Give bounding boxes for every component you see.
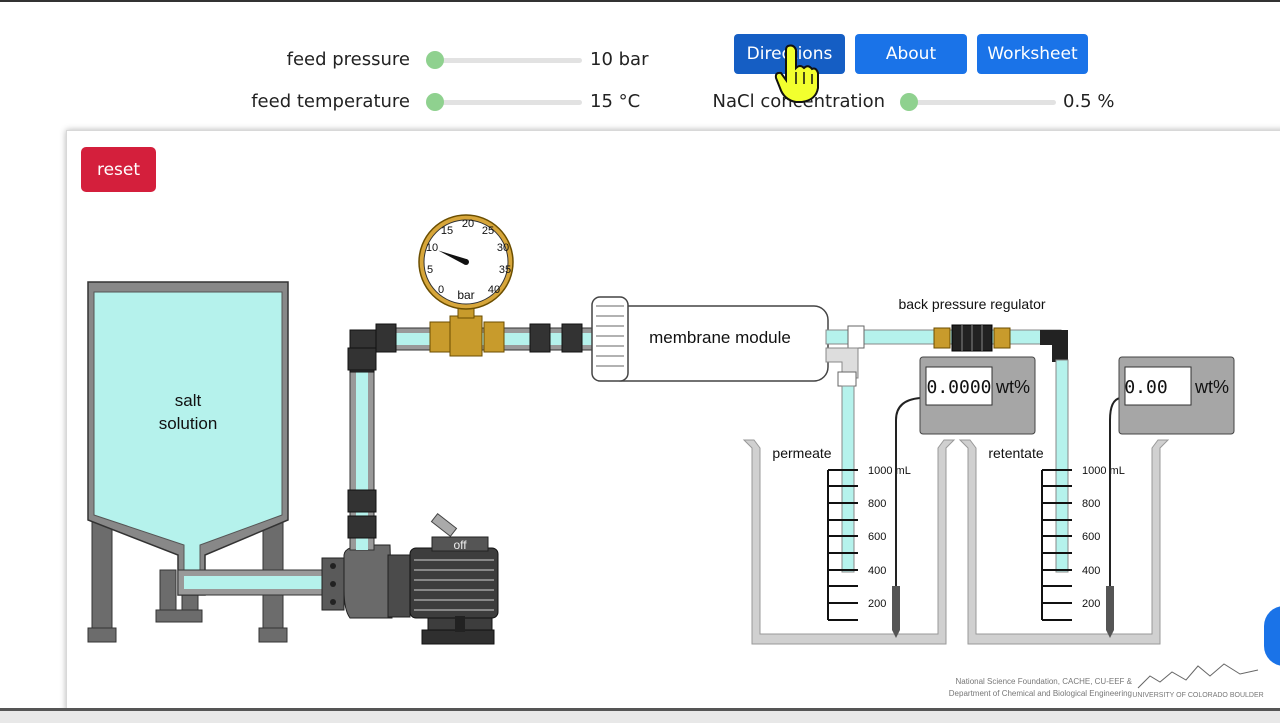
feed-pipe-fitting-1	[375, 323, 397, 353]
worksheet-button[interactable]: Worksheet	[977, 34, 1088, 74]
gauge-tick-35: 35	[499, 264, 511, 276]
window-top-edge	[0, 0, 1280, 2]
retentate-elbow	[1040, 330, 1068, 362]
retentate-tick-1000: 1000 mL	[1082, 465, 1125, 477]
gauge-tick-10: 10	[426, 242, 438, 254]
membrane-module[interactable]: membrane module	[591, 296, 829, 382]
feed-temperature-slider-thumb[interactable]	[426, 93, 444, 111]
cu-boulder-logo-text: UNIVERSITY OF COLORADO BOULDER	[1132, 692, 1263, 699]
taskbar-strip	[0, 708, 1280, 723]
retentate-tick-200: 200	[1082, 598, 1100, 610]
nacl-concentration-slider[interactable]	[900, 93, 1056, 111]
feed-pressure-slider-thumb[interactable]	[426, 51, 444, 69]
credits-line2: Department of Chemical and Biological En…	[949, 689, 1132, 698]
permeate-reading: 0.0000	[926, 377, 991, 398]
back-pressure-regulator-label: back pressure regulator	[898, 296, 1045, 312]
gauge-unit: bar	[457, 288, 474, 302]
hand-pointer-cursor-icon	[774, 44, 819, 103]
pump[interactable]	[321, 544, 499, 645]
retentate-unit: wt%	[1194, 377, 1229, 397]
feed-pipe-fitting-3	[561, 323, 583, 353]
gauge-tick-40: 40	[488, 284, 500, 296]
feed-pressure-value: 10 bar	[590, 49, 649, 70]
retentate-tick-600: 600	[1082, 531, 1100, 543]
nacl-concentration-slider-thumb[interactable]	[900, 93, 918, 111]
gauge-tick-0: 0	[438, 284, 444, 296]
permeate-tick-200: 200	[868, 598, 886, 610]
retentate-conductivity-display: 0.00 wt%	[1118, 356, 1235, 435]
back-pressure-regulator[interactable]	[933, 324, 1011, 352]
cu-boulder-logo	[1137, 663, 1259, 689]
gauge-tick-20: 20	[462, 218, 474, 230]
floating-action-button[interactable]	[1264, 606, 1280, 666]
permeate-tick-400: 400	[868, 565, 886, 577]
brass-fitting-left	[429, 321, 451, 353]
feed-pressure-slider[interactable]	[426, 51, 582, 69]
nacl-concentration-value: 0.5 %	[1063, 91, 1115, 112]
feed-temperature-slider[interactable]	[426, 93, 582, 111]
gauge-tick-30: 30	[497, 242, 509, 254]
feed-temperature-value: 15 °C	[590, 91, 641, 112]
permeate-tick-600: 600	[868, 531, 886, 543]
reset-button[interactable]: reset	[81, 147, 156, 192]
credits: National Science Foundation, CACHE, CU-E…	[949, 663, 1264, 699]
tank-label-line1: salt	[175, 391, 202, 410]
retentate-reading: 0.00	[1124, 377, 1167, 398]
permeate-beaker: permeate 1000 mL 800 600 400 200	[742, 397, 956, 645]
elbow-collar	[347, 347, 377, 371]
retentate-tick-400: 400	[1082, 565, 1100, 577]
retentate-drop-pipe	[1055, 359, 1069, 573]
retentate-beaker: retentate 1000 mL 800 600 400 200	[958, 397, 1170, 645]
feed-temperature-label: feed temperature	[251, 91, 410, 112]
pressure-gauge: 0 5 10 15 20 25 30 35 40 bar	[418, 214, 514, 310]
riser-fitting	[347, 489, 377, 513]
riser-fitting-2	[347, 515, 377, 539]
pump-switch[interactable]: off	[430, 512, 489, 552]
gauge-tick-15: 15	[441, 225, 453, 237]
gauge-tick-25: 25	[482, 225, 494, 237]
feed-pipe-fitting-2	[529, 323, 551, 353]
permeate-unit: wt%	[995, 377, 1030, 397]
gauge-needle	[438, 250, 468, 265]
retentate-label: retentate	[988, 445, 1043, 461]
membrane-module-label: membrane module	[649, 328, 791, 347]
permeate-conductivity-display: 0.0000 wt%	[919, 356, 1036, 435]
gauge-hub	[463, 259, 469, 265]
permeate-tick-800: 800	[868, 498, 886, 510]
feed-pressure-label: feed pressure	[286, 49, 410, 70]
gauge-tick-labels: 0 5 10 15 20 25 30 35 40	[426, 218, 511, 296]
permeate-drop-pipe	[841, 385, 855, 573]
retentate-fitting	[847, 325, 865, 349]
pump-switch-label: off	[453, 538, 467, 552]
permeate-tick-1000: 1000 mL	[868, 465, 911, 477]
outlet-pipe-liquid	[184, 576, 328, 589]
brass-tee	[449, 315, 483, 357]
tank-label-line2: solution	[159, 414, 218, 433]
permeate-fitting	[837, 371, 857, 387]
brass-fitting-right	[483, 321, 505, 353]
permeate-label: permeate	[772, 445, 831, 461]
credits-line1: National Science Foundation, CACHE, CU-E…	[955, 677, 1132, 686]
retentate-tick-800: 800	[1082, 498, 1100, 510]
salt-solution-tank[interactable]: salt solution	[87, 281, 289, 596]
about-button[interactable]: About	[855, 34, 967, 74]
gauge-tick-5: 5	[427, 264, 433, 276]
